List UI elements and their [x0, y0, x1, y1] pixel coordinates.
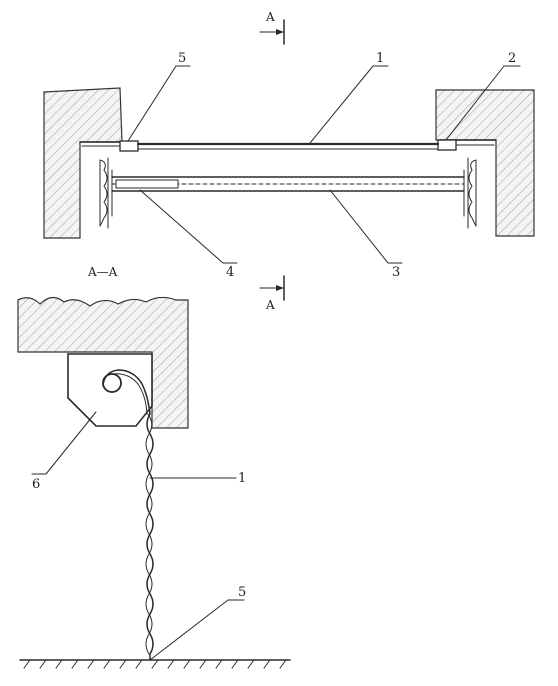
- callout-1-top: 1: [376, 51, 384, 66]
- callout-1-section: 1: [238, 471, 246, 486]
- roller-tube-part: [115, 179, 179, 189]
- section-mark-bottom: A: [259, 275, 285, 312]
- floor: [19, 659, 291, 669]
- plan-leaders: [127, 65, 521, 264]
- callout-3-top: 3: [392, 265, 400, 280]
- plan-view: A A 5 1 2 4 3: [43, 10, 535, 312]
- right-end-fitting: [437, 139, 457, 151]
- section-view: A—A 6 1 5: [17, 265, 291, 669]
- callout-6-section: 6: [32, 477, 40, 492]
- right-wall: [435, 89, 535, 237]
- callout-5-top: 5: [178, 51, 186, 66]
- callout-4-top: 4: [226, 265, 234, 280]
- left-end-fitting: [119, 140, 139, 152]
- section-mark-top: A: [259, 10, 285, 45]
- callout-2-top: 2: [508, 51, 516, 66]
- callout-5-section: 5: [238, 585, 246, 600]
- section-label-bottom: A: [265, 298, 275, 312]
- section-view-title: A—A: [87, 265, 118, 279]
- twisted-cable: [146, 413, 154, 661]
- lower-roller: [111, 176, 465, 192]
- section-label-top: A: [265, 10, 275, 24]
- upper-rail: [81, 139, 495, 152]
- left-wall: [43, 87, 123, 239]
- ceiling-wall: [17, 296, 189, 429]
